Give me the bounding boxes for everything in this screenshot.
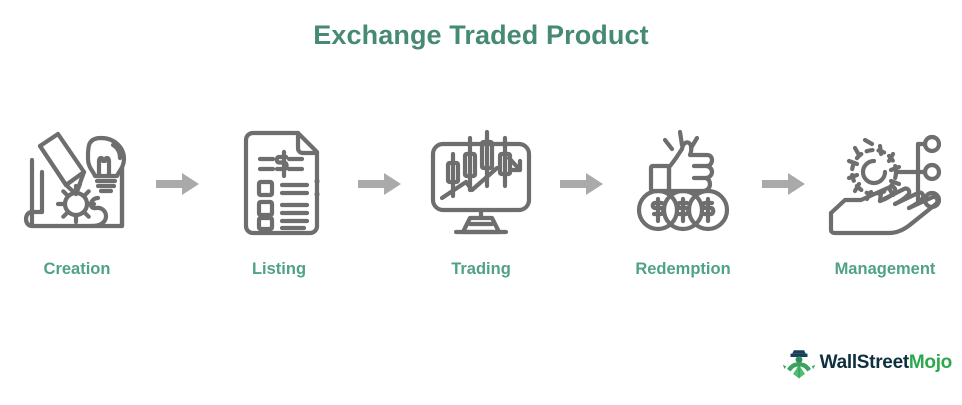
step-listing: Listing <box>209 125 349 279</box>
step-management: Management <box>815 125 955 279</box>
right-arrow-icon <box>560 173 603 195</box>
logo-text-wallstreet: WallStreet <box>819 352 910 373</box>
blueprint-pencil-lightbulb-gear-icon <box>18 125 136 243</box>
logo-text-mojo: Mojo <box>908 352 952 373</box>
arrow-listing-to-trading <box>349 125 411 243</box>
right-arrow-icon <box>358 173 401 195</box>
hand-gear-network-icon <box>825 125 945 243</box>
step-label-trading: Trading <box>451 260 511 278</box>
arrow-redemption-to-management <box>753 125 815 243</box>
logo-wordmark: WallStreetMojo <box>819 352 953 374</box>
bull-figure-icon <box>782 350 815 379</box>
wallstreetmojo-logo[interactable]: WallStreetMojo <box>782 346 952 380</box>
page-title: Exchange Traded Product <box>313 20 649 50</box>
step-label-redemption: Redemption <box>635 260 731 278</box>
arrow-creation-to-listing <box>147 125 209 243</box>
step-label-listing: Listing <box>251 260 307 278</box>
document-dollar-checklist-icon <box>232 125 326 243</box>
step-creation: Creation <box>7 125 147 279</box>
arrow-trading-to-redemption <box>551 125 613 243</box>
step-label-creation: Creation <box>43 260 111 278</box>
step-redemption: Redemption <box>613 125 753 279</box>
thumbs-up-dollar-coins-icon <box>627 125 739 243</box>
process-flow: Creation <box>0 125 962 279</box>
step-trading: Trading <box>411 125 551 279</box>
right-arrow-icon <box>156 173 199 195</box>
right-arrow-icon <box>762 173 805 195</box>
step-label-management: Management <box>834 260 936 278</box>
monitor-candlestick-chart-icon <box>423 125 539 243</box>
